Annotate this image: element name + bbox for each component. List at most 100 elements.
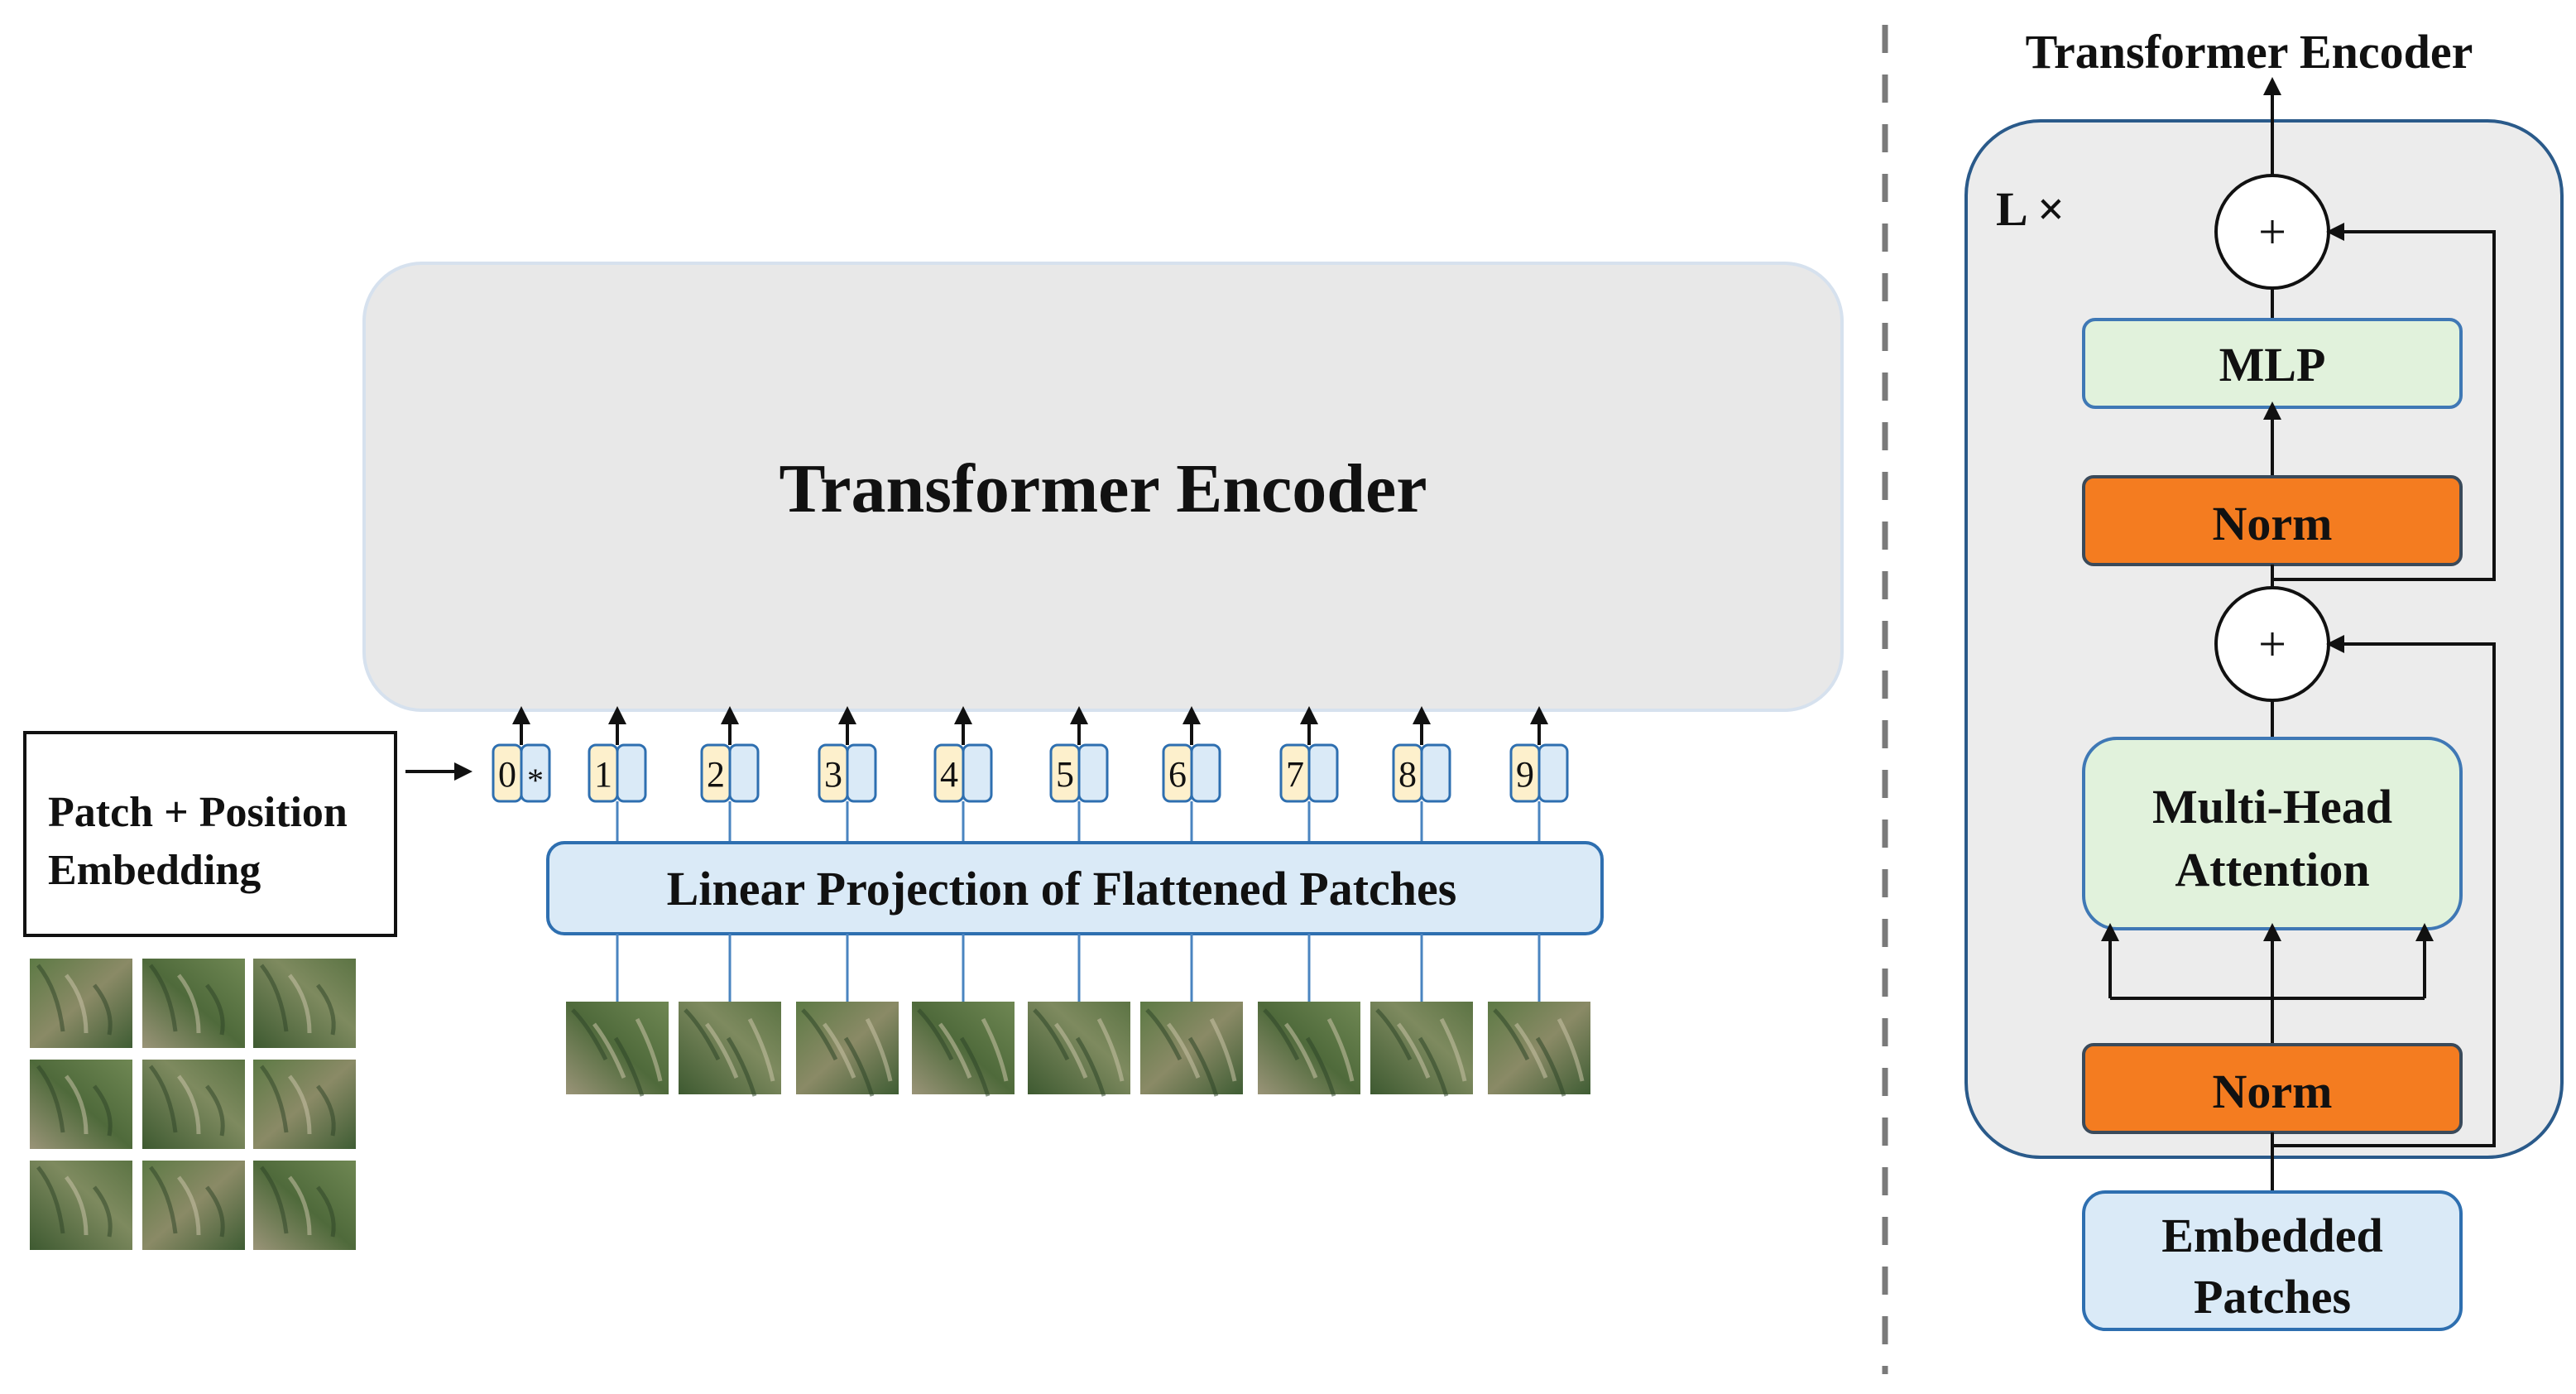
patch-embedding-3: [846, 743, 877, 803]
patch-texture: [1167, 1022, 1201, 1079]
image-grid: [30, 959, 356, 1250]
token-index-1: 1: [594, 754, 612, 795]
encoder-label: Transformer Encoder: [779, 450, 1427, 527]
patch-texture: [1557, 1017, 1585, 1082]
grid-tile-texture: [65, 1074, 89, 1135]
grid-tile-texture: [177, 1175, 201, 1236]
patch-texture: [801, 1008, 838, 1061]
grid-tile-texture: [205, 983, 225, 1036]
linear-projection-box: [546, 841, 1604, 935]
embedding-legend-line2: Embedding: [48, 847, 261, 894]
right-title: Transformer Encoder: [2026, 25, 2473, 79]
patch-texture: [1284, 1022, 1318, 1079]
grid-tile-texture: [36, 964, 65, 1032]
patch-embedding-6: [1190, 743, 1221, 803]
grid-tile-texture: [177, 973, 201, 1034]
image-patch-5: [1028, 1002, 1130, 1094]
embedded-patches-line2: Patches: [2194, 1270, 2351, 1324]
token-index-4: 4: [940, 754, 958, 795]
grid-tile-texture: [288, 1175, 312, 1236]
grid-tile-texture: [65, 973, 89, 1034]
class-token-marker: *: [527, 762, 544, 799]
grid-tile-texture: [149, 964, 178, 1032]
patch-texture: [1096, 1017, 1125, 1082]
patch-texture: [1397, 1022, 1431, 1079]
patch-texture: [1493, 1008, 1530, 1061]
attention-box: [2082, 737, 2463, 930]
grid-tile-texture: [36, 1166, 65, 1234]
patch-embedding-2: [728, 743, 760, 803]
residual-add-top-symbol: +: [2258, 204, 2286, 259]
patch-embedding-1: [616, 743, 647, 803]
patch-embedding-5: [1077, 743, 1109, 803]
embedding-legend-line1: Patch + Position: [48, 789, 348, 836]
grid-tile-texture: [260, 1065, 289, 1133]
mlp-label: MLP: [2219, 338, 2326, 392]
patch-texture: [1263, 1008, 1300, 1061]
image-patch-4: [912, 1002, 1015, 1094]
patch-texture: [1054, 1022, 1088, 1079]
attention-label-line2: Attention: [2175, 843, 2369, 896]
grid-tile-texture: [93, 1084, 113, 1137]
patch-texture: [1033, 1008, 1070, 1061]
patch-texture: [1075, 1036, 1106, 1097]
patch-texture: [843, 1036, 875, 1097]
grid-tile-texture: [205, 1185, 225, 1238]
patch-texture: [959, 1036, 991, 1097]
grid-tile-texture: [316, 1084, 336, 1137]
repeat-label: L ×: [1996, 182, 2065, 236]
token-index-0: 0: [498, 754, 516, 795]
grid-tile-texture: [65, 1175, 89, 1236]
token-index-6: 6: [1168, 754, 1187, 795]
attention-label-line1: Multi-Head: [2152, 780, 2392, 834]
image-patch-8: [1370, 1002, 1473, 1094]
token-index-3: 3: [824, 754, 842, 795]
patch-embedding-7: [1307, 743, 1339, 803]
patch-texture: [1535, 1036, 1566, 1097]
patch-texture: [1514, 1022, 1548, 1079]
grid-tile-texture: [93, 1185, 113, 1238]
grid-tile-texture: [205, 1084, 225, 1137]
patch-texture: [823, 1022, 856, 1079]
patch-texture: [938, 1022, 972, 1079]
grid-tile-texture: [260, 1166, 289, 1234]
token-index-8: 8: [1398, 754, 1417, 795]
patch-texture: [1187, 1036, 1219, 1097]
norm-top-label: Norm: [2213, 497, 2333, 550]
embedded-patches-box: [2082, 1190, 2463, 1331]
grid-tile-texture: [288, 973, 312, 1034]
image-patch-3: [796, 1002, 899, 1094]
grid-tile-texture: [36, 1065, 65, 1133]
grid-tile-texture: [260, 964, 289, 1032]
grid-tile-texture: [149, 1166, 178, 1234]
patch-embedding-9: [1537, 743, 1569, 803]
patch-row: [566, 934, 1590, 1097]
embedding-legend-box: [23, 731, 397, 937]
image-patch-6: [1140, 1002, 1243, 1094]
patch-texture: [571, 1008, 608, 1061]
image-patch-1: [566, 1002, 669, 1094]
residual-skip-top: [2272, 223, 2496, 581]
token-index-9: 9: [1516, 754, 1534, 795]
token-index-5: 5: [1056, 754, 1074, 795]
patch-texture: [1145, 1008, 1182, 1061]
patch-texture: [747, 1017, 775, 1082]
patch-texture: [613, 1036, 645, 1097]
patch-texture: [635, 1017, 663, 1082]
grid-tile-texture: [316, 983, 336, 1036]
patch-texture: [981, 1017, 1009, 1082]
grid-tile-texture: [149, 1065, 178, 1133]
image-patch-2: [679, 1002, 781, 1094]
residual-add-bottom-symbol: +: [2258, 617, 2286, 671]
patch-texture: [1305, 1036, 1336, 1097]
patch-texture: [1439, 1017, 1467, 1082]
image-patch-9: [1488, 1002, 1590, 1094]
patch-embedding-4: [962, 743, 993, 803]
residual-skip-bottom: [2272, 635, 2496, 1147]
grid-tile-texture: [93, 983, 113, 1036]
grid-tile-texture: [316, 1185, 336, 1238]
token-index-2: 2: [707, 754, 725, 795]
patch-texture: [917, 1008, 954, 1061]
